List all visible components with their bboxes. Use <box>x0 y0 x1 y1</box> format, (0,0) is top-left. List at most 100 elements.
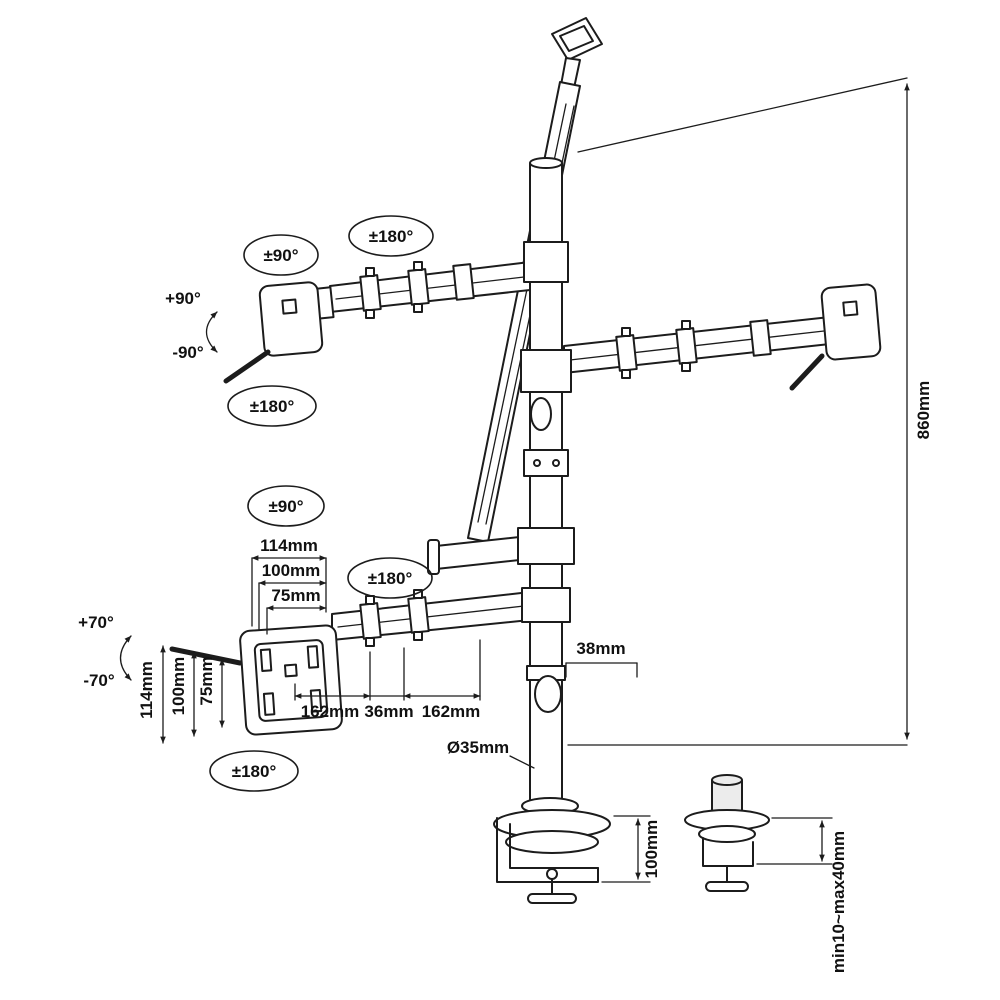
upper-right-arm <box>563 283 882 391</box>
arm-joint <box>675 327 698 365</box>
rotation-arrow-70 <box>119 635 132 681</box>
label-width-100: 100mm <box>262 561 321 580</box>
dim-arm-lengths: 162mm 36mm 162mm <box>294 639 481 721</box>
angle-badge <box>247 485 325 527</box>
desk-clamp <box>493 797 611 904</box>
joint-tab <box>365 595 375 605</box>
joint-tab <box>365 267 375 277</box>
adjust-knob <box>534 675 562 713</box>
label-860mm: 860mm <box>914 381 933 440</box>
vesa-plate-lower <box>239 624 343 736</box>
angle-badge <box>243 234 319 276</box>
label-minus90: -90° <box>172 343 204 362</box>
grommet-mount <box>684 774 770 892</box>
dim-clamp-height: 100mm <box>601 815 661 883</box>
clamp-bracket-inner <box>509 823 599 869</box>
pole-joint <box>523 449 569 477</box>
label-height-100: 100mm <box>169 657 188 716</box>
arm-joint <box>359 602 382 640</box>
angle-badge <box>209 750 299 792</box>
joint-tab <box>681 320 691 330</box>
arm-slot-line <box>569 330 825 361</box>
joint-tab <box>365 637 375 647</box>
grommet-pole-cap <box>711 774 743 786</box>
label-pm90-lower: ±90° <box>268 497 303 516</box>
dim-knob-offset: 38mm <box>565 639 638 678</box>
upper-left-arm <box>223 261 531 384</box>
label-width-114: 114mm <box>260 536 318 555</box>
arm-bar <box>329 261 531 313</box>
label-36: 36mm <box>364 702 413 721</box>
screw-dot <box>533 459 541 467</box>
dim-plate-heights: 114mm 100mm 75mm <box>137 645 225 744</box>
vesa-slot <box>262 692 276 716</box>
label-162-left: 162mm <box>301 702 360 721</box>
screw-dot <box>552 459 560 467</box>
label-plus90: +90° <box>165 289 201 308</box>
pole-cap <box>529 157 563 169</box>
vesa-plate <box>258 281 324 357</box>
joint-tab <box>621 369 631 379</box>
grommet-washer-small <box>698 825 756 843</box>
tilt-lever <box>789 353 825 391</box>
arm-joint <box>749 319 772 357</box>
label-minus70: -70° <box>83 671 115 690</box>
clamp-mid-pad <box>505 830 599 854</box>
tilt-lever <box>169 646 243 666</box>
device-holder-inner <box>559 25 594 52</box>
label-pm90-upper: ±90° <box>263 246 298 265</box>
clamp-screw-pad <box>546 868 558 880</box>
vesa-hole <box>283 663 298 678</box>
pole-collar <box>520 349 572 393</box>
arm-joint <box>615 334 638 372</box>
joint-tab <box>413 631 423 641</box>
adjust-knob <box>530 397 552 431</box>
device-holder <box>551 17 603 61</box>
dim-extension-line <box>577 77 908 153</box>
label-height-75: 75mm <box>197 656 216 705</box>
angle-annotations: ±90° ±180° +90° -90° ±180° ±90° ±180° +7… <box>78 215 434 792</box>
label-plus70: +70° <box>78 613 114 632</box>
vesa-slot <box>259 648 273 672</box>
label-min-max: min10~max40mm <box>829 831 848 973</box>
vesa-plate-upper-left <box>258 281 324 357</box>
label-width-75: 75mm <box>271 586 320 605</box>
dim-desk-thickness: min10~max40mm <box>756 817 848 973</box>
arm-joint <box>407 596 430 634</box>
label-height-114: 114mm <box>137 661 156 719</box>
leader-line <box>509 755 535 769</box>
vesa-plate <box>820 283 882 361</box>
joint-tab <box>365 309 375 319</box>
label-38mm: 38mm <box>576 639 625 658</box>
label-pm180-lower: ±180° <box>368 569 413 588</box>
joint-tab <box>681 362 691 372</box>
tilt-lever <box>223 349 271 384</box>
label-100mm-clamp: 100mm <box>642 820 661 879</box>
tray-lip <box>427 539 440 575</box>
dim-pole-diameter: Ø35mm <box>447 738 535 769</box>
label-pm180-upper: ±180° <box>369 227 414 246</box>
vesa-plate-inner <box>253 639 329 722</box>
label-162-right: 162mm <box>422 702 481 721</box>
dim-plate-widths: 114mm 100mm 75mm <box>251 536 327 635</box>
angle-badge <box>348 215 434 257</box>
angle-badge <box>347 557 433 599</box>
joint-tab <box>413 261 423 271</box>
pole-collar <box>521 587 571 623</box>
vesa-hole <box>842 300 859 317</box>
arm-joint <box>452 263 475 301</box>
clamp-bracket <box>496 817 599 883</box>
label-pm180-bottom: ±180° <box>232 762 277 781</box>
angle-badge <box>227 385 317 427</box>
clamp-t-handle <box>527 893 577 904</box>
lower-arm <box>169 589 531 736</box>
label-pm180-left: ±180° <box>250 397 295 416</box>
vesa-slot <box>306 645 320 669</box>
grommet-t-handle <box>705 881 749 892</box>
dim-pole-height: 860mm <box>567 77 933 746</box>
pole-collar <box>523 241 569 283</box>
tray-clamp <box>517 527 575 565</box>
vesa-hole <box>281 298 298 315</box>
